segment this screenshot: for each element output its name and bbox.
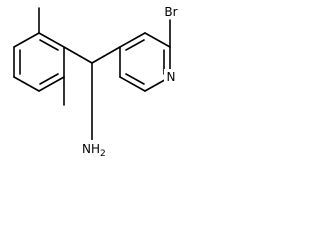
bromine-label-bg	[161, 4, 181, 19]
molecule-structure-diagram: Br N NH2	[13, 4, 181, 159]
amine-label-main: NH	[82, 142, 100, 156]
ring-bond	[119, 32, 146, 48]
amine-label-subscript: 2	[100, 149, 106, 159]
nitrogen-label-bg	[164, 69, 177, 84]
ring-double-bond	[39, 73, 59, 85]
pyridine-nitrogen-label: N	[167, 70, 176, 84]
ring-double-bond	[125, 73, 145, 85]
ring-bond	[119, 76, 146, 92]
ring-bond	[38, 32, 65, 48]
amine-label: NH2	[82, 142, 106, 159]
dimethylphenyl-ring	[13, 32, 65, 92]
pyridine-ring	[119, 32, 171, 92]
bromine-label: Br	[164, 5, 177, 19]
ring-double-bond	[125, 39, 145, 51]
ring-bond	[13, 32, 40, 48]
methine-to-pyridine-bond	[91, 46, 121, 64]
amine-label-bg	[80, 140, 107, 158]
ring-double-bond	[39, 39, 59, 51]
ring-bond	[13, 76, 40, 92]
ring-bond	[38, 76, 65, 92]
ring-bond	[144, 32, 171, 48]
phenyl-to-methine-bond	[63, 46, 93, 64]
